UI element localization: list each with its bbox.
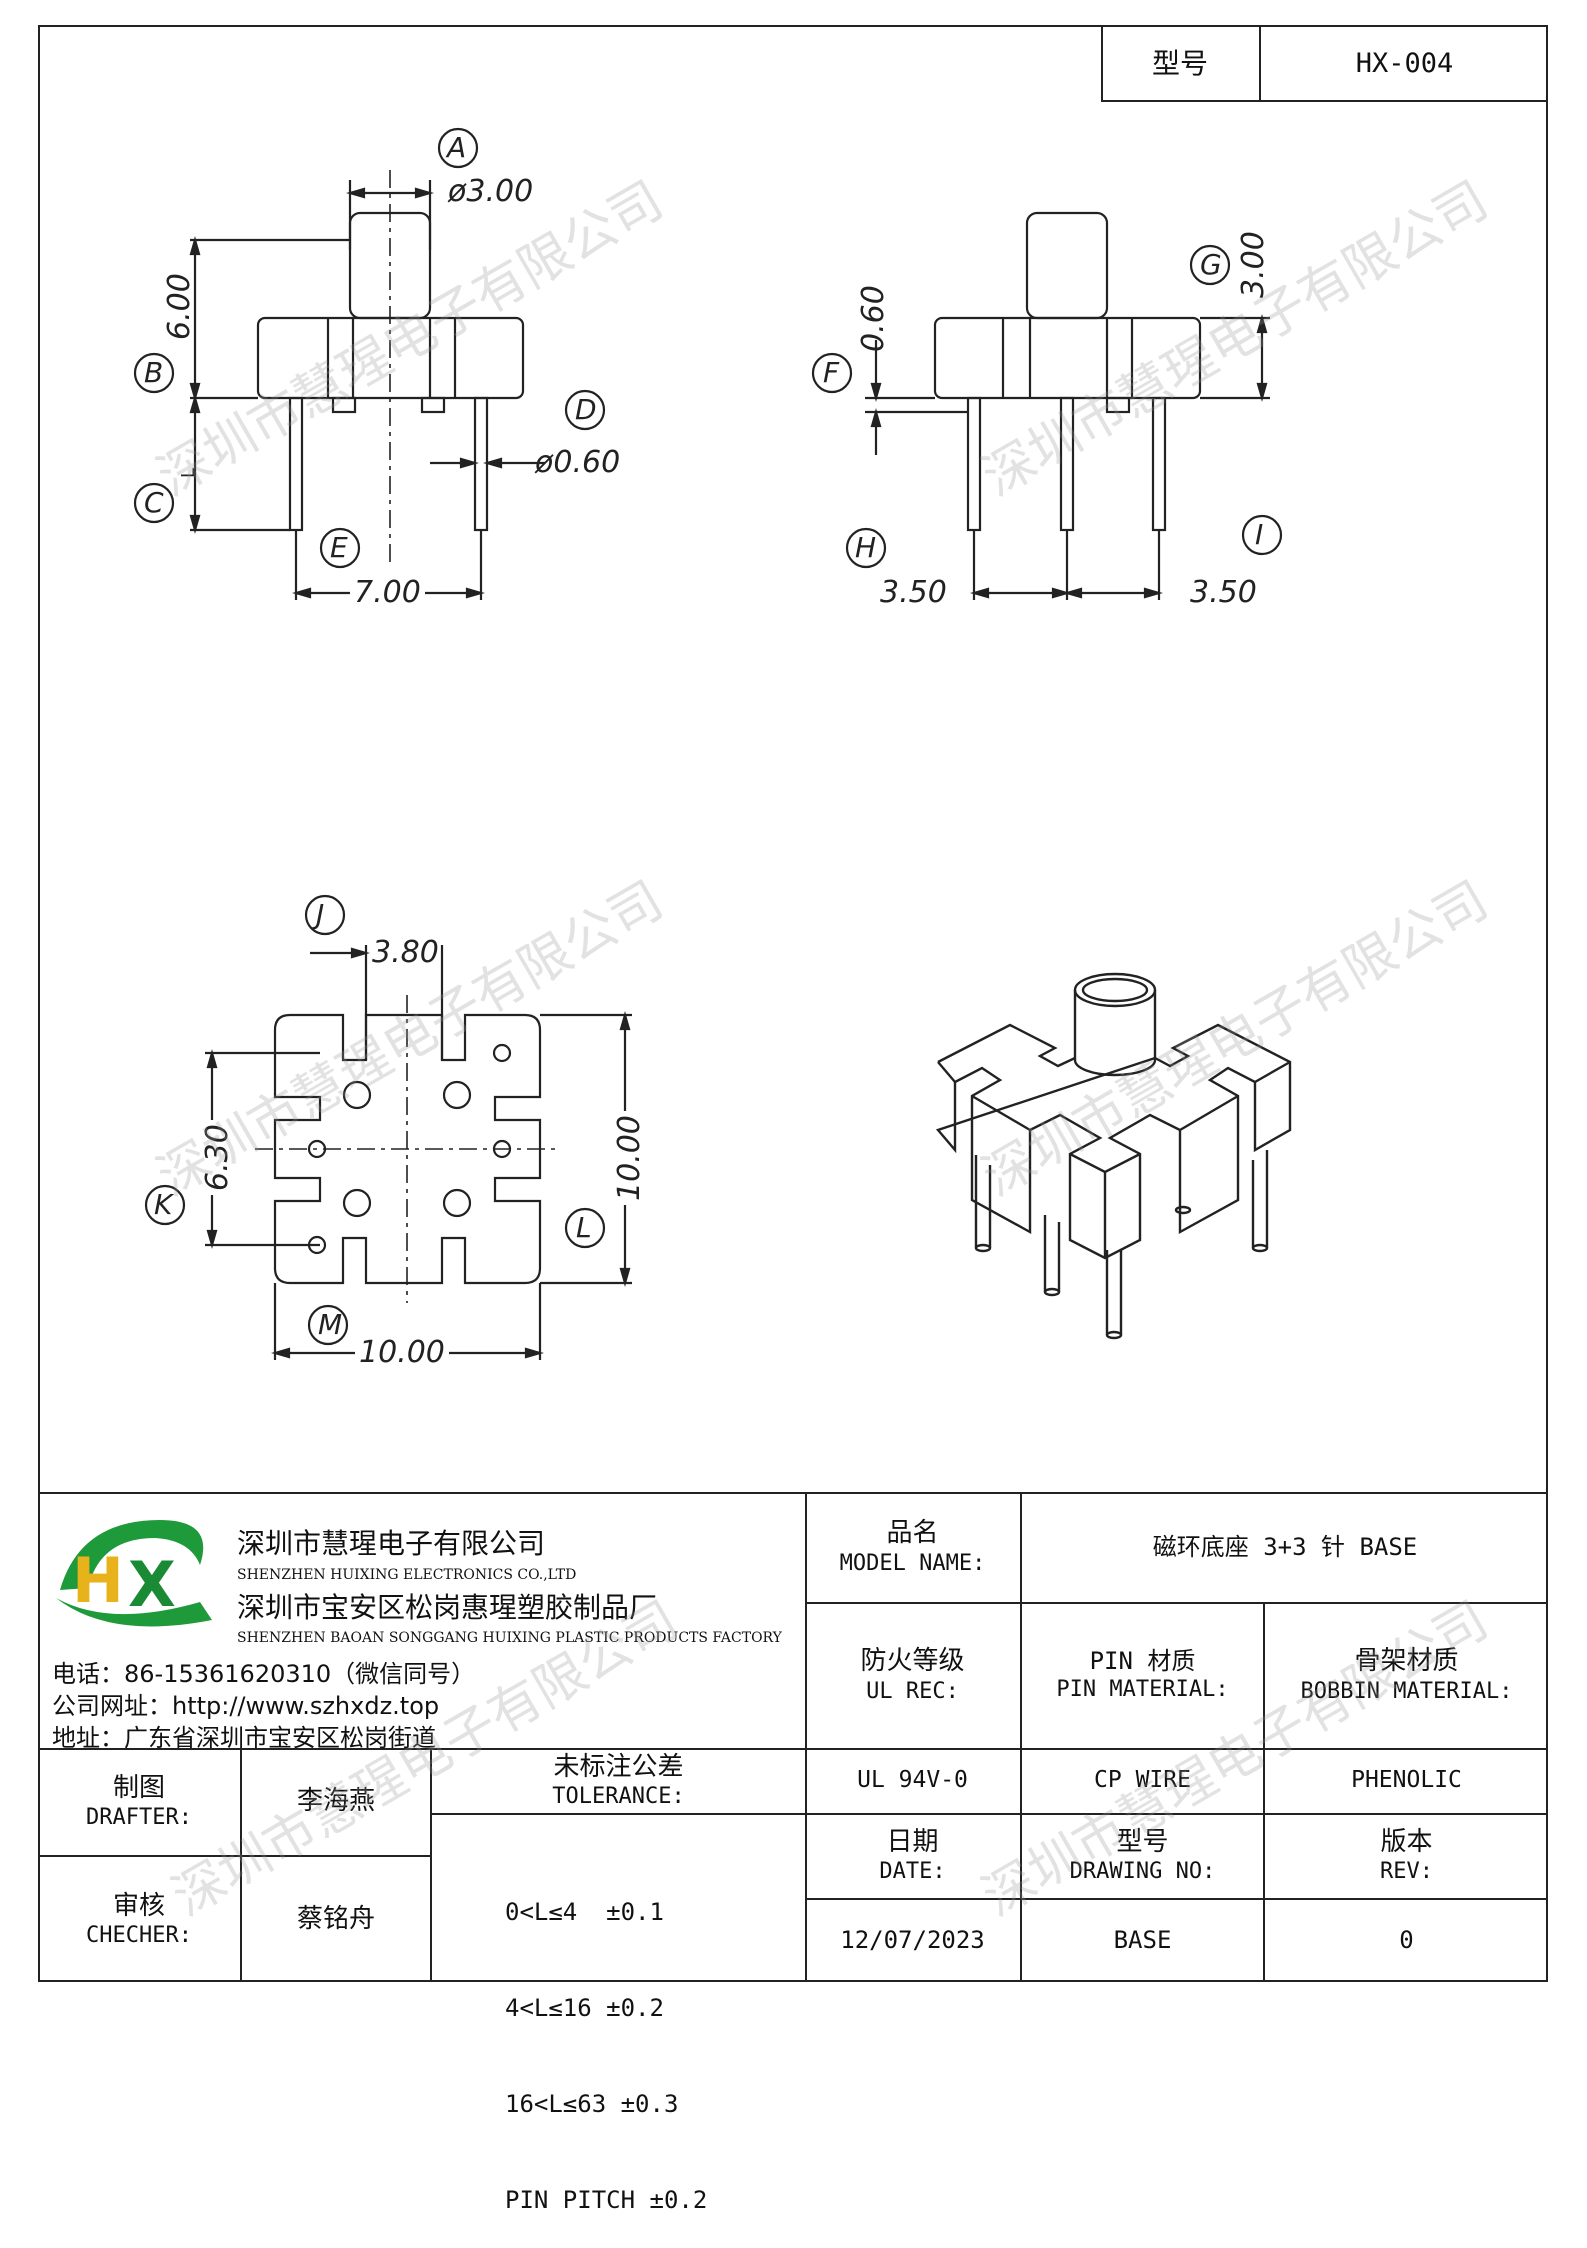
- logo-x: X: [128, 1548, 176, 1621]
- date-label: 日期 DATE:: [879, 1826, 946, 1885]
- tolerance-item: 4<L≤16 ±0.2: [505, 1994, 664, 2022]
- dim-a: ø3.00: [448, 174, 534, 209]
- callout-c: C: [144, 486, 164, 519]
- factory-name-en: SHENZHEN BAOAN SONGGANG HUIXING PLASTIC …: [237, 1630, 782, 1646]
- dim-l: 10.00: [612, 1111, 647, 1205]
- callout-g: G: [1200, 248, 1222, 281]
- header-model-box: [1101, 25, 1548, 102]
- dim-e: 7.00: [350, 575, 425, 610]
- rev-label: 版本 REV:: [1380, 1826, 1433, 1885]
- ul-value: UL 94V-0: [857, 1767, 968, 1794]
- company-website: 公司网址：http://www.szhxdz.top: [52, 1692, 440, 1720]
- front-view: [133, 127, 606, 600]
- drafter-label: 制图 DRAFTER:: [86, 1772, 192, 1831]
- dim-g: 3.00: [1236, 231, 1271, 298]
- drawing-no-label: 型号 DRAWING NO:: [1069, 1826, 1216, 1885]
- tolerance-item: 16<L≤63 ±0.3: [505, 2090, 679, 2118]
- company-phone: 电话：86-15361620310（微信同号）: [52, 1660, 476, 1688]
- dim-d: ø0.60: [535, 445, 621, 480]
- callout-h: H: [855, 531, 877, 564]
- company-name-cn: 深圳市慧瑆电子有限公司: [237, 1527, 546, 1560]
- pin-material-label: PIN 材质 PIN MATERIAL:: [1056, 1647, 1229, 1703]
- company-name-en: SHENZHEN HUIXING ELECTRONICS CO.,LTD: [237, 1567, 577, 1583]
- side-view: [811, 211, 1283, 600]
- callout-f: F: [823, 356, 840, 389]
- tolerance-list: 0<L≤4 ±0.1 4<L≤16 ±0.2 16<L≤63 ±0.3 PIN …: [505, 1832, 707, 2248]
- callout-d: D: [575, 393, 597, 426]
- logo-h: H: [72, 1544, 124, 1617]
- drafter-name: 李海燕: [296, 1786, 375, 1817]
- model-name-label: 品名 MODEL NAME:: [839, 1518, 986, 1576]
- logo-swoosh: [60, 1520, 204, 1590]
- drawing-frame: [38, 25, 1548, 1982]
- callout-j: J: [316, 898, 325, 931]
- dim-i: 3.50: [1190, 575, 1257, 610]
- dim-c: L: [178, 467, 199, 478]
- dim-h: 3.50: [880, 575, 947, 610]
- header-model-label: 型号: [1151, 47, 1208, 80]
- company-logo: H X: [56, 1520, 212, 1627]
- isometric-view: [935, 972, 1292, 1340]
- model-name-value: 磁环底座 3+3 针 BASE: [1152, 1533, 1418, 1561]
- tolerance-item: PIN PITCH ±0.2: [505, 2186, 708, 2214]
- factory-name-cn: 深圳市宝安区松岗惠瑆塑胶制品厂: [237, 1591, 658, 1624]
- pin-material-value: CP WIRE: [1094, 1767, 1191, 1794]
- date-value: 12/07/2023: [840, 1926, 985, 1954]
- company-address: 地址：广东省深圳市宝安区松岗街道: [52, 1724, 436, 1752]
- callout-a: A: [447, 131, 467, 164]
- checker-name: 蔡铭舟: [296, 1904, 375, 1935]
- callout-e: E: [330, 531, 348, 564]
- dim-j: 3.80: [372, 935, 439, 970]
- bobbin-material-label: 骨架材质 BOBBIN MATERIAL:: [1300, 1646, 1513, 1704]
- dim-m: 10.00: [355, 1335, 449, 1370]
- tolerance-item: 0<L≤4 ±0.1: [505, 1898, 664, 1926]
- ul-label: 防火等级 UL REC:: [860, 1646, 965, 1704]
- callout-k: K: [154, 1188, 173, 1221]
- header-model-value: HX-004: [1355, 47, 1454, 79]
- callout-l: L: [576, 1211, 592, 1244]
- callout-b: B: [144, 356, 164, 389]
- checker-label: 审核 CHECHER:: [86, 1890, 192, 1949]
- callout-i: I: [1255, 518, 1264, 551]
- dim-k: 6.30: [200, 1120, 235, 1195]
- bobbin-material-value: PHENOLIC: [1351, 1767, 1462, 1794]
- tolerance-label: 未标注公差 TOLERANCE:: [552, 1751, 685, 1810]
- callout-m: M: [318, 1308, 343, 1341]
- dim-f: 0.60: [856, 285, 891, 352]
- drawing-no-value: BASE: [1113, 1926, 1172, 1954]
- rev-value: 0: [1399, 1926, 1414, 1954]
- dim-b: 6.00: [162, 273, 197, 340]
